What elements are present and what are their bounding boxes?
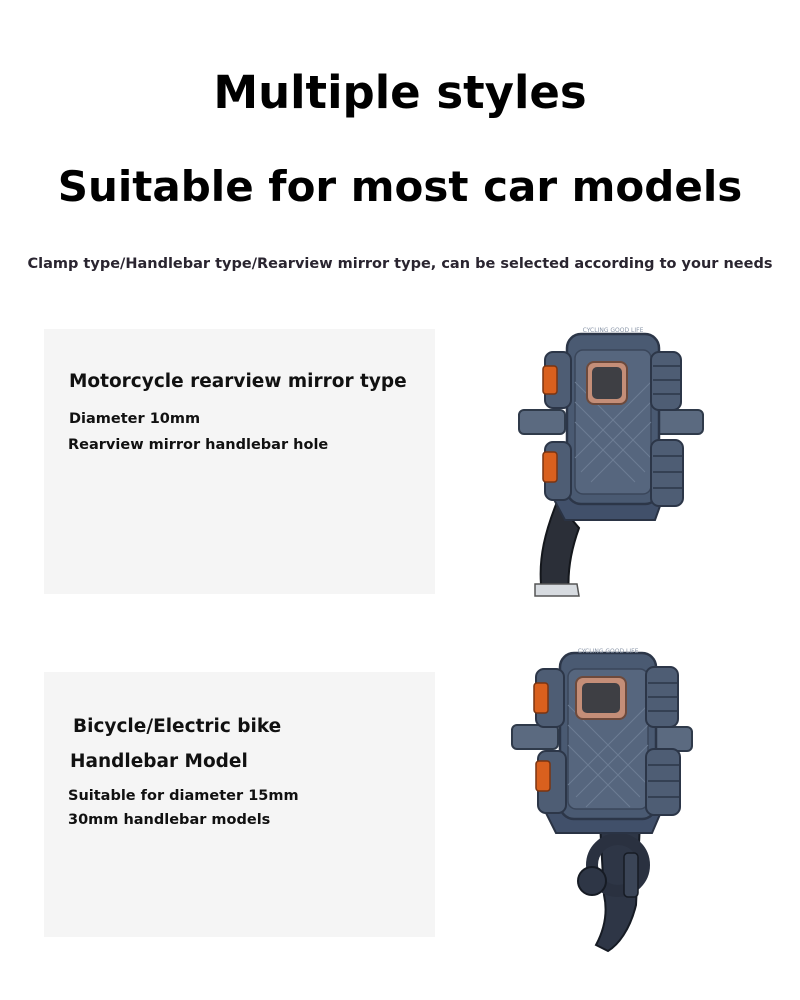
page-subtitle: Suitable for most car models	[57, 162, 743, 211]
model-detail: Diameter 10mm	[69, 411, 201, 427]
model-heading: Bicycle/Electric bike	[73, 716, 282, 737]
page-caption: Clamp type/Handlebar type/Rearview mirro…	[27, 256, 773, 272]
model-heading: Motorcycle rearview mirror type	[69, 371, 407, 392]
model-card-rearview-mirror: Motorcycle rearview mirror type Diameter…	[44, 329, 435, 594]
handlebar-holder-image: CYCLING GOOD LIFE	[511, 648, 693, 953]
rearview-mirror-holder-image: CYCLING GOOD LIFE	[518, 327, 704, 597]
product-label: CYCLING GOOD LIFE	[583, 327, 644, 334]
model-detail: 30mm handlebar models	[68, 812, 271, 828]
product-label: CYCLING GOOD LIFE	[578, 648, 639, 655]
model-detail: Rearview mirror handlebar hole	[68, 437, 329, 453]
model-card-handlebar: Bicycle/Electric bike Handlebar Model Su…	[44, 672, 435, 937]
model-heading-line-2: Handlebar Model	[70, 751, 248, 772]
page-title: Multiple styles	[213, 66, 587, 119]
model-detail: Suitable for diameter 15mm	[68, 788, 299, 804]
